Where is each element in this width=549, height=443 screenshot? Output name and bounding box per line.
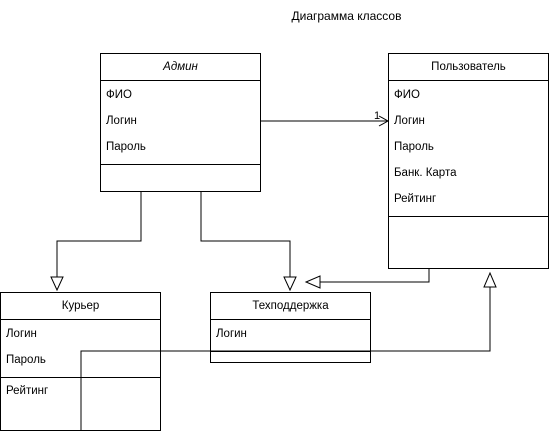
class-admin-attribute: Логин <box>106 115 137 127</box>
class-admin[interactable]: Админ ФИО Логин Пароль <box>100 53 261 192</box>
class-user-attribute: Логин <box>394 115 425 127</box>
class-user-attribute: Рейтинг <box>394 193 437 205</box>
inheritance-admin-support <box>200 192 291 277</box>
class-user[interactable]: Пользователь ФИО Логин Пароль Банк. Карт… <box>388 53 549 269</box>
class-support-attribute: Логин <box>216 328 247 340</box>
class-admin-name: Админ <box>101 54 260 81</box>
inheritance-arrowhead <box>483 271 497 288</box>
inheritance-admin-courier <box>56 192 142 277</box>
inheritance-user-support <box>320 268 430 283</box>
class-user-attribute: Банк. Карта <box>394 167 457 179</box>
multiplicity-label: 1 <box>374 110 381 122</box>
diagram-title: Диаграмма классов <box>291 9 402 23</box>
inheritance-arrowhead <box>304 275 321 289</box>
inheritance-courier-user-overlay <box>80 350 490 431</box>
class-support-name: Техподдержка <box>211 293 370 320</box>
class-courier-attribute: Логин <box>6 328 37 340</box>
class-user-separator <box>389 216 548 217</box>
class-admin-attribute: ФИО <box>106 89 132 101</box>
inheritance-arrowhead <box>283 276 297 292</box>
class-user-attribute: ФИО <box>394 89 420 101</box>
class-user-attribute: Пароль <box>394 141 434 153</box>
class-courier-attribute: Пароль <box>6 354 46 366</box>
inheritance-arrowhead <box>50 276 64 292</box>
class-courier-attribute: Рейтинг <box>6 385 49 397</box>
class-courier-name: Курьер <box>1 293 160 320</box>
class-admin-attribute: Пароль <box>106 141 146 153</box>
class-admin-separator <box>101 164 260 165</box>
class-user-name: Пользователь <box>389 54 548 81</box>
